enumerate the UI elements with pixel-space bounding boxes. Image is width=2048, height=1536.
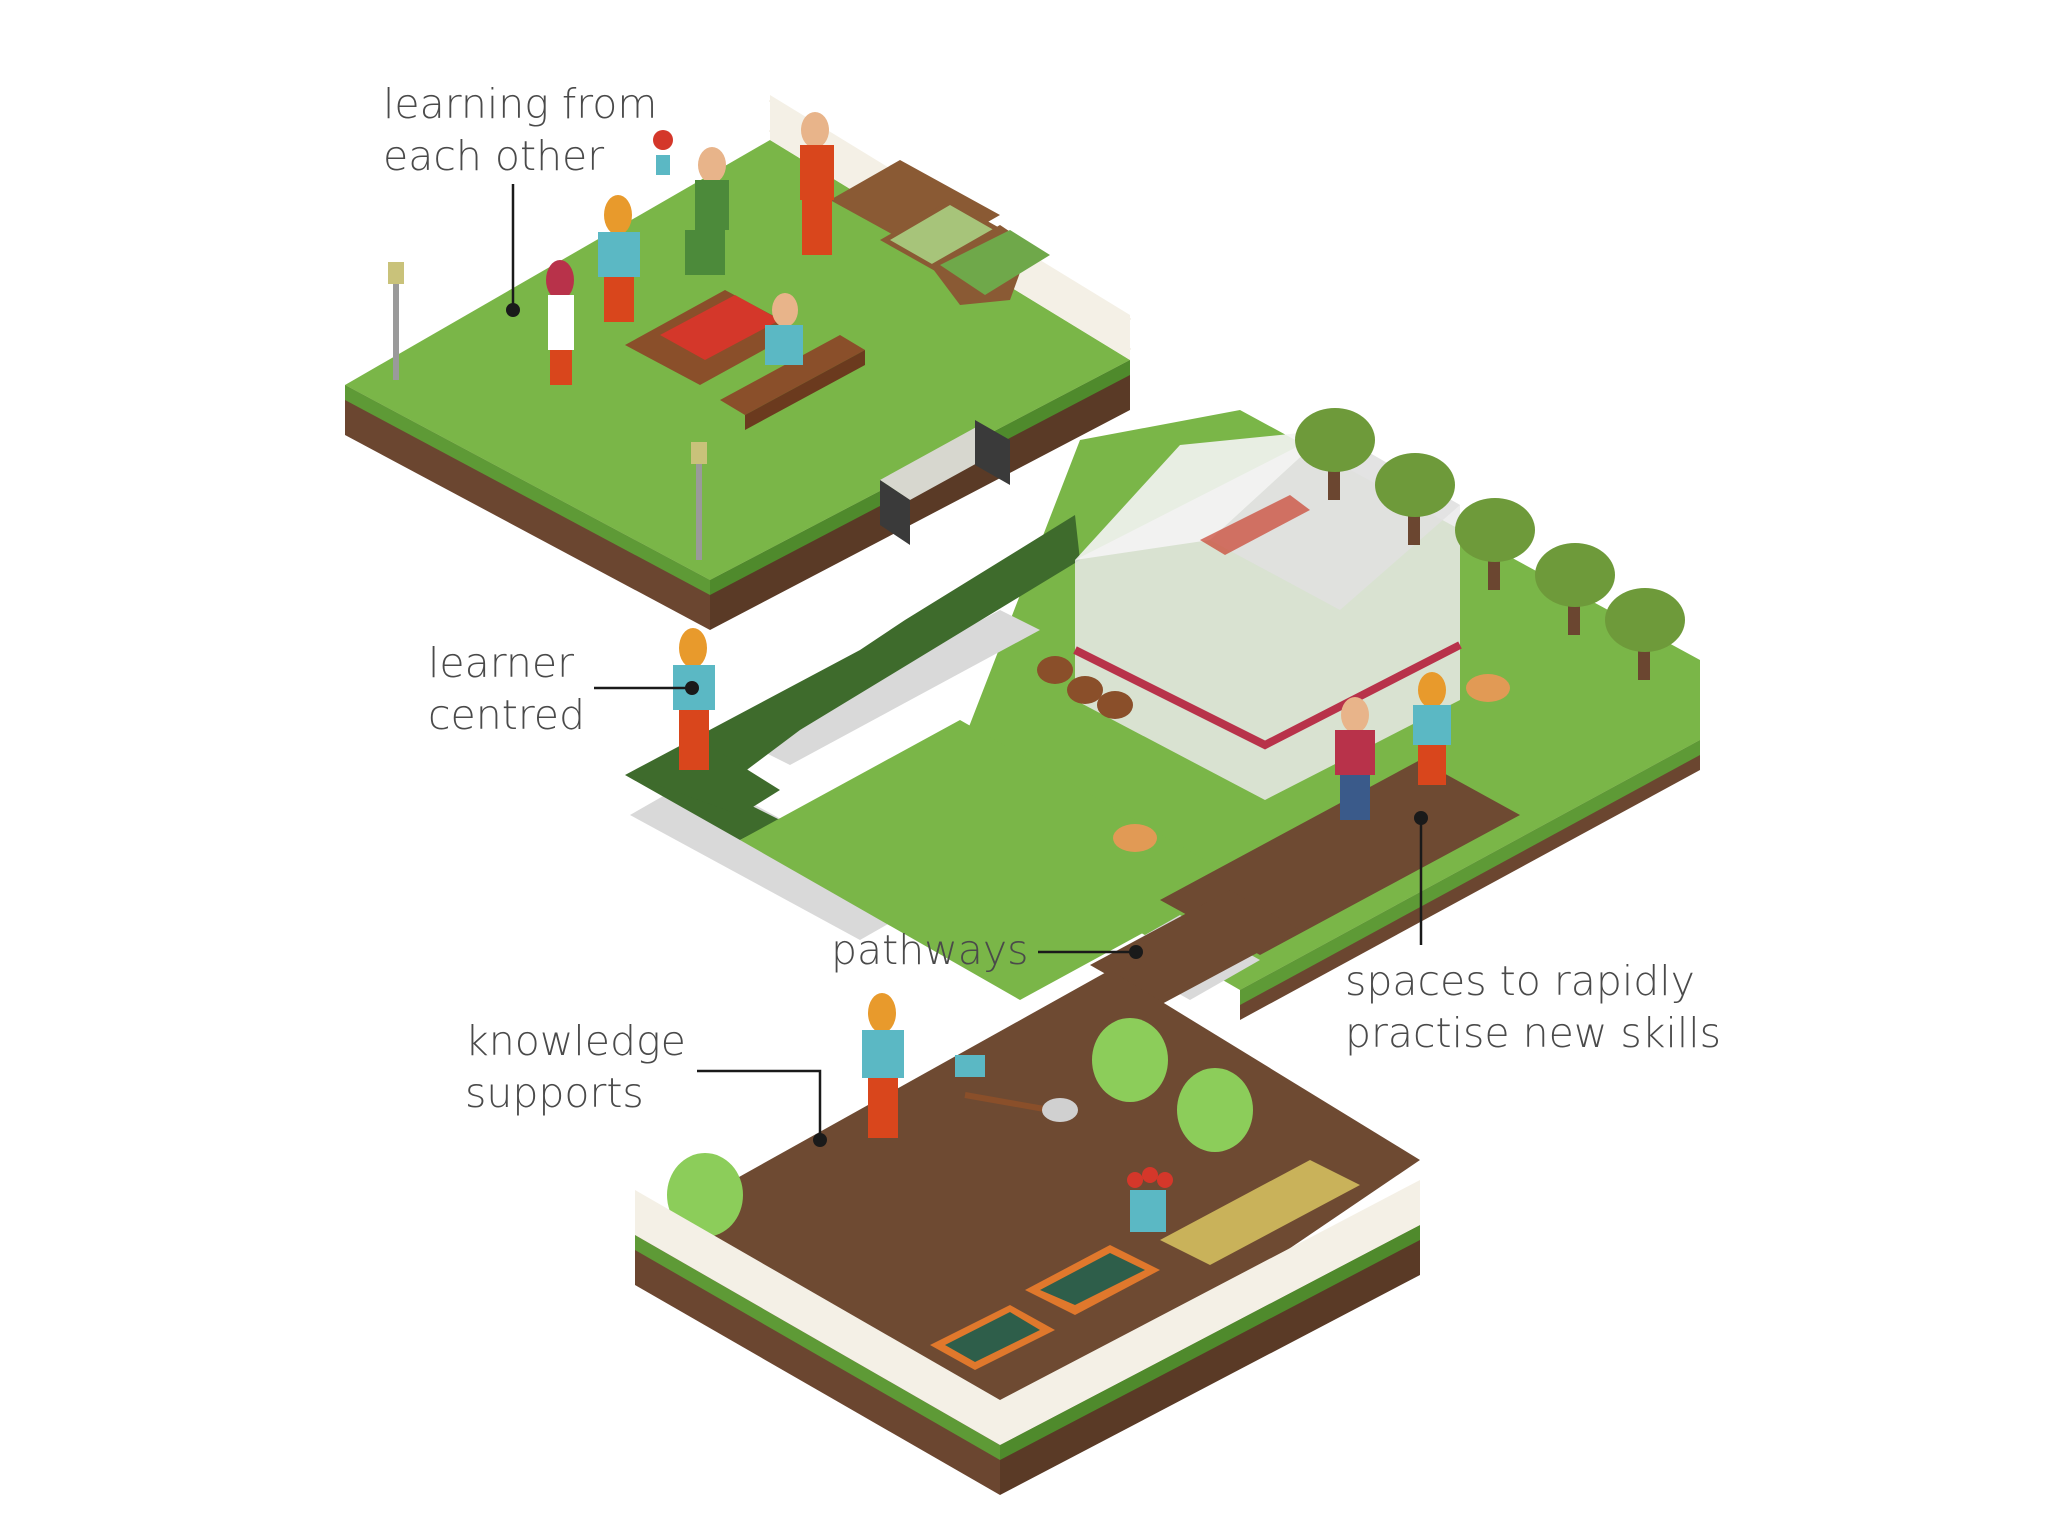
learner-path bbox=[625, 515, 1080, 840]
leader-lines bbox=[511, 184, 1423, 1140]
picnic-table bbox=[625, 290, 865, 430]
person bbox=[1335, 697, 1375, 820]
garden-tools bbox=[955, 1055, 1078, 1122]
person bbox=[598, 195, 640, 322]
label-pathways: pathways bbox=[831, 924, 1029, 976]
connector-lawn bbox=[740, 720, 1240, 1000]
label-line: each other bbox=[383, 132, 605, 180]
tree-row bbox=[1295, 408, 1685, 680]
brown-path bbox=[1090, 760, 1520, 1005]
person bbox=[862, 993, 904, 1138]
person bbox=[685, 147, 729, 275]
bottom-fence bbox=[635, 1180, 1420, 1445]
flower-pot bbox=[653, 130, 673, 175]
person bbox=[1413, 672, 1451, 785]
person bbox=[546, 260, 574, 385]
log-pile bbox=[1037, 656, 1133, 719]
top-vegetable-beds bbox=[830, 160, 1050, 305]
label-line: learner bbox=[428, 639, 574, 687]
label-line: supports bbox=[465, 1069, 644, 1117]
label-spaces-to-practise: spaces to rapidly practise new skills bbox=[1345, 955, 1721, 1059]
label-line: pathways bbox=[831, 926, 1029, 974]
tree bbox=[1455, 498, 1535, 590]
flower-bucket bbox=[1127, 1167, 1173, 1232]
tree bbox=[1375, 453, 1455, 545]
lamp-post bbox=[388, 262, 707, 560]
label-line: knowledge bbox=[465, 1017, 686, 1065]
tree bbox=[1295, 408, 1375, 500]
tree bbox=[1535, 543, 1615, 635]
raised-bed bbox=[930, 1160, 1360, 1370]
label-knowledge-supports: knowledge supports bbox=[465, 1015, 686, 1119]
rock bbox=[1113, 674, 1510, 852]
learner-person bbox=[673, 628, 715, 770]
label-line: spaces to rapidly bbox=[1345, 957, 1695, 1005]
label-learning-from-each-other: learning from each other bbox=[383, 78, 657, 182]
leader-dots bbox=[506, 303, 1428, 1147]
label-line: practise new skills bbox=[1345, 1009, 1722, 1057]
label-line: centred bbox=[428, 691, 586, 739]
label-line: learning from bbox=[383, 80, 658, 128]
seated-person bbox=[765, 293, 803, 365]
turf-roll bbox=[667, 1018, 1253, 1237]
person bbox=[800, 112, 834, 255]
stone-steps bbox=[880, 420, 1010, 545]
tree bbox=[1605, 588, 1685, 680]
label-learner-centred: learner centred bbox=[428, 637, 585, 741]
